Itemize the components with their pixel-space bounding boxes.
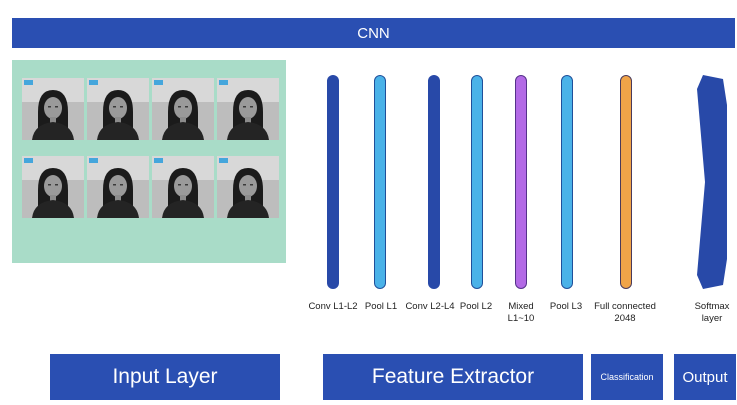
- face-image: [22, 78, 84, 140]
- layer-label-pool-l3: Pool L3: [549, 301, 583, 312]
- feature-extractor-label: Feature Extractor: [371, 365, 535, 388]
- image-tag-icon: [89, 80, 98, 85]
- face-image: [217, 156, 279, 218]
- classification-label: Classification: [600, 372, 654, 382]
- softmax-layer: [697, 75, 727, 289]
- face-image: [87, 78, 149, 140]
- face-image: [152, 156, 214, 218]
- layer-label-conv-l1-l2: Conv L1-L2: [308, 301, 358, 312]
- layer-label-pool-l1: Pool L1: [364, 301, 398, 312]
- conv-l1-l2-layer: [327, 75, 339, 289]
- image-tag-icon: [219, 158, 228, 163]
- mixed-l1-10-layer: [515, 75, 527, 289]
- conv-l2-l4-layer: [428, 75, 440, 289]
- image-tag-icon: [24, 158, 33, 163]
- pool-l3-layer: [561, 75, 573, 289]
- output-box: Output: [674, 354, 736, 400]
- full-connected-layer: [620, 75, 632, 289]
- image-tag-icon: [219, 80, 228, 85]
- layer-label-softmax: Softmax layer: [694, 301, 730, 324]
- input-layer-label: Input Layer: [112, 365, 218, 388]
- layer-label-conv-l2-l4: Conv L2-L4: [405, 301, 455, 312]
- layer-label-pool-l2: Pool L2: [459, 301, 493, 312]
- cnn-title: CNN: [357, 24, 390, 42]
- pool-l2-layer: [471, 75, 483, 289]
- image-tag-icon: [89, 158, 98, 163]
- face-image: [87, 156, 149, 218]
- input-layer-box: Input Layer: [50, 354, 280, 400]
- classification-box: Classification: [591, 354, 663, 400]
- input-image-panel: [12, 60, 286, 263]
- image-tag-icon: [154, 80, 163, 85]
- feature-extractor-box: Feature Extractor: [323, 354, 583, 400]
- image-tag-icon: [24, 80, 33, 85]
- layer-label-full-connected: Full connected 2048: [594, 301, 656, 324]
- face-image-grid: [22, 78, 279, 218]
- pool-l1-layer: [374, 75, 386, 289]
- image-tag-icon: [154, 158, 163, 163]
- face-image: [22, 156, 84, 218]
- output-label: Output: [682, 368, 728, 386]
- cnn-title-bar: CNN: [12, 18, 735, 48]
- face-image: [217, 78, 279, 140]
- layer-label-mixed: Mixed L1~10: [507, 301, 535, 324]
- face-image: [152, 78, 214, 140]
